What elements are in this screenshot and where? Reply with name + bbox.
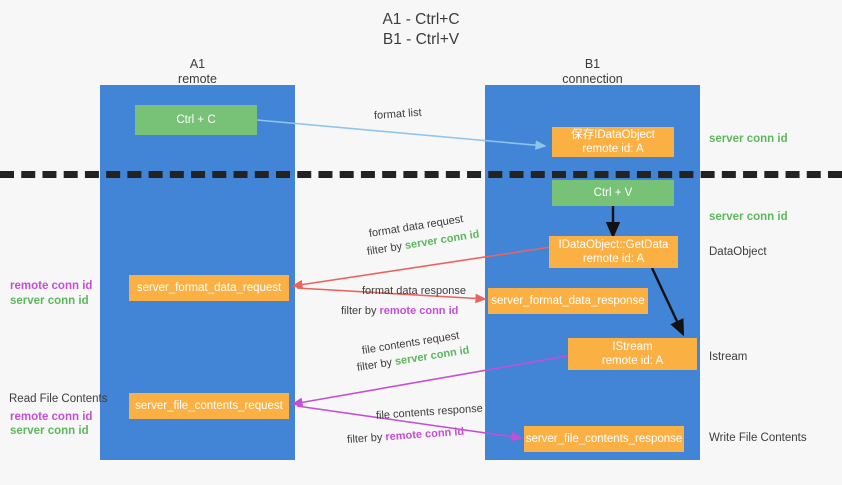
column-a1-sub: remote (178, 72, 217, 86)
box-idataobject-getdata[interactable]: IDataObject::GetData remote id: A (549, 236, 678, 268)
arrow-label-format-data-response: format data response (362, 285, 466, 297)
filter-prefix: filter by (341, 305, 380, 317)
box-server-format-data-response-label: server_format_data_response (491, 295, 645, 307)
box-ctrl-v-label: Ctrl + V (593, 187, 633, 199)
timeline-divider (0, 171, 842, 178)
box-getdata-line1: IDataObject::GetData (558, 239, 669, 251)
arrow-label-format-data-response-filter: filter by remote conn id (341, 305, 458, 317)
box-server-format-data-request-label: server_format_data_request (136, 282, 282, 294)
label-remote-conn-id-bottom: remote conn id (10, 411, 93, 423)
label-remote-conn-id-top: remote conn id (10, 280, 93, 292)
page-title: A1 - Ctrl+C B1 - Ctrl+V (0, 10, 842, 50)
label-server-conn-id-top: server conn id (709, 133, 788, 145)
filter-prefix: filter by (346, 431, 386, 446)
box-server-file-contents-response[interactable]: server_file_contents_response (524, 426, 684, 452)
column-b1-name: B1 (584, 57, 601, 71)
label-server-conn-id-left-top: server conn id (10, 295, 89, 307)
box-istream-line2: remote id: A (601, 355, 664, 367)
column-header-b1: B1 connection (485, 57, 700, 87)
box-server-file-contents-request[interactable]: server_file_contents_request (129, 393, 289, 419)
filter-prefix: filter by (356, 356, 396, 374)
box-ctrl-v[interactable]: Ctrl + V (552, 180, 674, 206)
label-write-file-contents: Write File Contents (709, 432, 807, 444)
box-server-file-contents-request-label: server_file_contents_request (135, 400, 283, 412)
title-line-1: A1 - Ctrl+C (382, 11, 460, 28)
box-ctrl-c[interactable]: Ctrl + C (135, 105, 257, 135)
filter-value-remote-conn-id: remote conn id (379, 305, 459, 317)
box-ctrl-c-label: Ctrl + C (176, 114, 216, 126)
label-istream: Istream (709, 351, 748, 363)
box-istream[interactable]: IStream remote id: A (568, 338, 697, 370)
label-server-conn-id-second: server conn id (709, 211, 788, 223)
box-save-idataobject[interactable]: 保存IDataObject remote id: A (552, 127, 674, 157)
arrow-label-format-list: format list (373, 106, 422, 122)
column-header-a1: A1 remote (100, 57, 295, 87)
box-istream-line1: IStream (612, 341, 653, 353)
title-line-2: B1 - Ctrl+V (382, 31, 460, 48)
arrow-label-file-contents-response: file contents response (375, 402, 484, 422)
box-server-file-contents-response-label: server_file_contents_response (525, 433, 683, 445)
column-a1-name: A1 (189, 57, 206, 71)
arrow-label-file-contents-response-filter: filter by remote conn id (347, 426, 465, 446)
box-save-idataobject-line2: remote id: A (582, 143, 644, 155)
label-server-conn-id-left-bottom: server conn id (10, 425, 89, 437)
box-server-format-data-request[interactable]: server_format_data_request (129, 275, 289, 301)
box-save-idataobject-line1: 保存IDataObject (571, 129, 655, 141)
filter-prefix: filter by (366, 240, 406, 258)
filter-value-remote-conn-id: remote conn id (385, 425, 465, 444)
column-b1-sub: connection (562, 72, 623, 86)
label-dataobject: DataObject (709, 246, 767, 258)
box-server-format-data-response[interactable]: server_format_data_response (488, 288, 648, 314)
box-getdata-line2: remote id: A (582, 253, 645, 265)
label-read-file-contents: Read File Contents (9, 393, 108, 405)
